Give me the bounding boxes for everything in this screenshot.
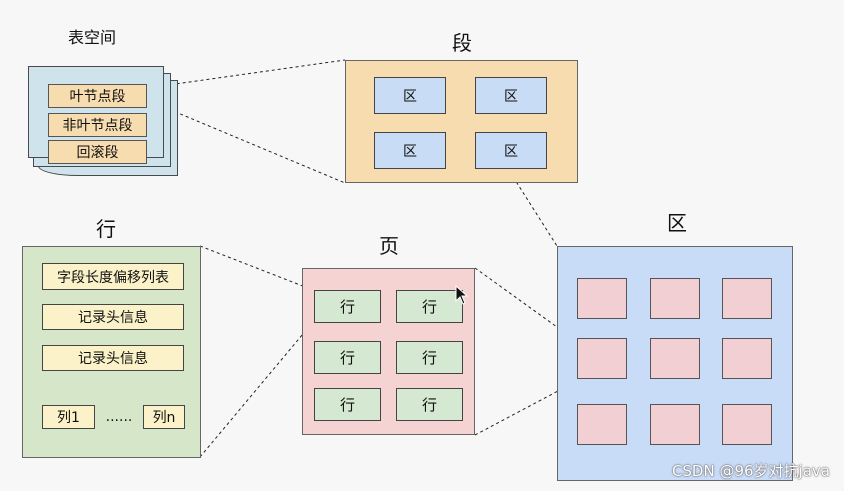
row-field-record-header: 记录头信息 xyxy=(42,345,184,371)
extent-page-cell xyxy=(650,404,700,445)
page-row-cell: 行 xyxy=(396,290,463,323)
page-box: 行 行 行 行 行 行 xyxy=(302,268,475,435)
connector-row-to-page-top xyxy=(199,245,314,291)
segment-rollback: 回滚段 xyxy=(48,140,147,164)
segment-extent-cell: 区 xyxy=(475,77,547,114)
row-column-ellipsis: ...... xyxy=(105,409,133,425)
row-column-last: 列n xyxy=(143,405,185,429)
connector-extent-cell-to-extent xyxy=(509,171,558,247)
extent-box xyxy=(557,246,793,481)
extent-page-cell xyxy=(577,278,627,319)
segment-title: 段 xyxy=(452,31,472,55)
mouse-cursor-icon xyxy=(455,285,469,305)
segment-box: 区 区 区 区 xyxy=(345,60,578,183)
extent-page-cell xyxy=(722,404,772,445)
row-field-offset-list: 字段长度偏移列表 xyxy=(42,263,184,290)
row-column-first: 列1 xyxy=(42,405,95,429)
page-row-cell: 行 xyxy=(396,388,463,421)
page-title: 页 xyxy=(379,234,399,258)
extent-page-cell xyxy=(722,278,772,319)
segment-extent-cell: 区 xyxy=(374,77,446,114)
extent-page-cell xyxy=(650,338,700,379)
segment-non-leaf-node: 非叶节点段 xyxy=(48,113,147,137)
connector-row-to-page-bottom xyxy=(199,321,314,458)
page-row-cell: 行 xyxy=(314,290,381,323)
page-row-cell: 行 xyxy=(314,388,381,421)
tablespace-title: 表空间 xyxy=(68,28,117,47)
segment-leaf-node: 叶节点段 xyxy=(48,84,147,108)
segment-extent-cell: 区 xyxy=(475,132,547,169)
extent-page-cell xyxy=(577,404,627,445)
page-row-cell: 行 xyxy=(314,341,381,374)
row-box: 字段长度偏移列表 记录头信息 记录头信息 列1 ...... 列n xyxy=(22,246,201,458)
extent-title: 区 xyxy=(667,211,687,235)
segment-extent-cell: 区 xyxy=(374,132,446,169)
extent-page-cell xyxy=(722,338,772,379)
connector-page-to-extent-bottom xyxy=(474,381,576,436)
extent-page-cell xyxy=(650,278,700,319)
page-row-cell: 行 xyxy=(396,341,463,374)
row-title: 行 xyxy=(96,217,116,241)
extent-page-cell xyxy=(577,338,627,379)
row-field-record-header: 记录头信息 xyxy=(42,304,184,330)
watermark: CSDN @96岁对抗java xyxy=(671,462,830,480)
